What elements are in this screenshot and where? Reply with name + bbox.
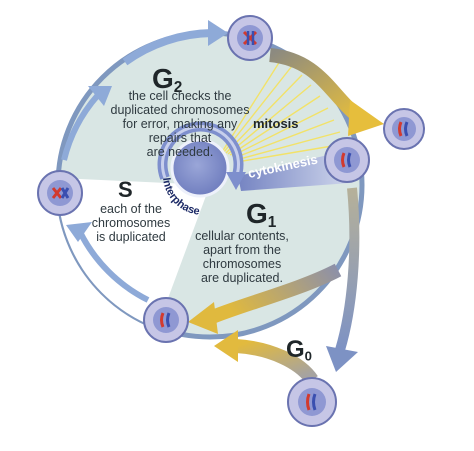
cytokinesis-band (238, 151, 350, 191)
arrow-mitosis-out-head (348, 100, 384, 136)
arrow-bottom-to-g1-head (188, 302, 218, 334)
s-label: S (118, 177, 133, 202)
arrow-g1-to-s-head (66, 222, 92, 242)
arrow-right-down-head (326, 346, 358, 372)
arrow-g2-to-mitosis (122, 29, 213, 66)
g0-label: G0 (286, 336, 313, 364)
arrow-g2-to-mitosis-head (208, 20, 228, 46)
interphase-core (170, 138, 230, 198)
g1-label: G1 (246, 198, 277, 231)
s-description: each of the chromosomes is duplicated (91, 202, 171, 244)
s-phase-sector (57, 178, 210, 328)
arrow-g0-head (214, 330, 238, 362)
cell-icon-top (227, 15, 273, 61)
cell-icon-bottom (287, 377, 337, 427)
cycle-arrow-inner (161, 125, 240, 179)
cycle-arrow-head-icon (226, 172, 246, 190)
g2-description: the cell checks the duplicated chromosom… (110, 89, 250, 159)
mitosis-label: mitosis (253, 116, 299, 131)
arrow-g0 (235, 339, 318, 385)
g2-label: G2 (152, 63, 183, 96)
arrow-g1-to-s (77, 230, 150, 303)
cell-icon-bottom-left (143, 297, 189, 343)
arrow-bottom-to-g1 (207, 263, 342, 325)
cell-icon-left (37, 170, 83, 216)
arrow-s-to-g2 (61, 93, 101, 161)
cell-icon-far-right (383, 108, 425, 150)
mitosis-rays (221, 57, 345, 163)
g1-description: cellular contents, apart from the chromo… (195, 229, 289, 285)
cell-icon-right (324, 137, 370, 183)
arrow-s-to-g2-head (88, 86, 112, 106)
arrow-right-down (335, 187, 360, 352)
